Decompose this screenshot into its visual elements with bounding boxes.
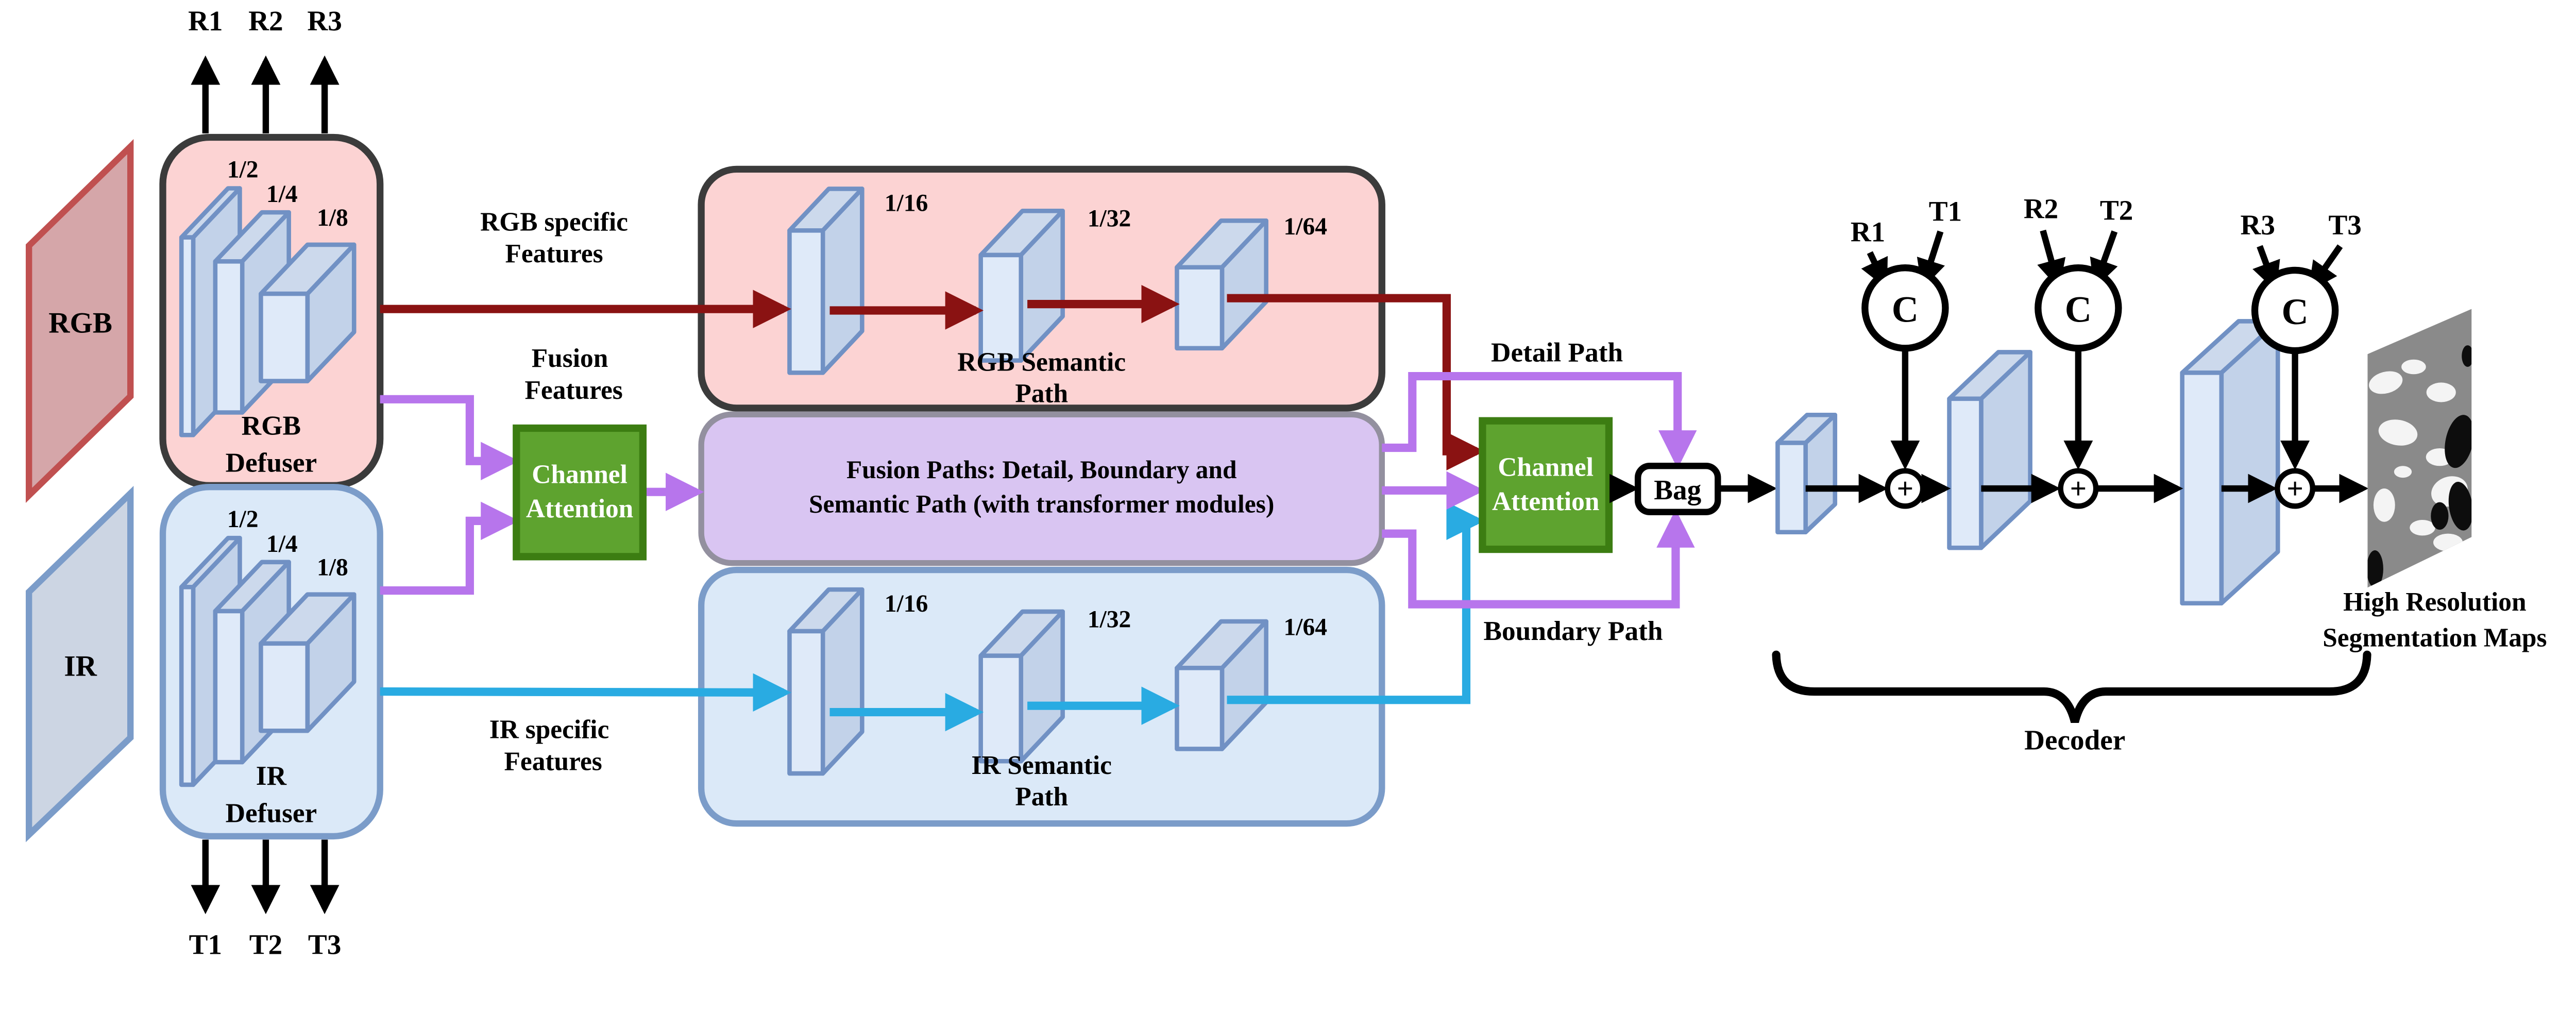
ir-semantic-output-line xyxy=(1227,501,1485,704)
decoder-t3-label: T3 xyxy=(2328,209,2361,241)
fusion-features-label-line2: Features xyxy=(525,376,623,405)
channel-attention-2-line1: Channel xyxy=(1498,452,1594,482)
rgb-output-label-r1: R1 xyxy=(188,5,223,37)
rgb-semantic-slab-64 xyxy=(1175,218,1268,351)
ir-semantic-scale-16: 1/16 xyxy=(885,591,928,617)
output-caption-line2: Segmentation Maps xyxy=(2323,623,2547,653)
output-caption-line1: High Resolution xyxy=(2343,587,2526,617)
rgb-specific-label-line2: Features xyxy=(505,239,603,268)
rgb-output-label-r2: R2 xyxy=(248,5,283,37)
concat-1-label: C xyxy=(1892,289,1919,330)
decoder-r2-label: R2 xyxy=(2024,193,2058,225)
add-3-label: + xyxy=(2286,473,2303,505)
rgb-to-attention-line xyxy=(380,395,519,480)
rgb-input-image xyxy=(25,139,134,503)
rgb-defuser-slab-eighth xyxy=(259,242,357,383)
detail-path-line xyxy=(1382,372,1697,469)
fusion-paths-box xyxy=(698,411,1385,566)
rgb-defuser-scale-half: 1/2 xyxy=(227,157,259,183)
channel-attention-1-line2: Attention xyxy=(526,494,633,524)
decoder-slab-1 xyxy=(1775,412,1838,535)
ir-semantic-title-line2: Path xyxy=(1015,782,1068,812)
ir-defuser-title-line1: IR xyxy=(256,761,287,791)
channel-attention-2-line2: Attention xyxy=(1492,487,1599,516)
ir-input-image xyxy=(25,485,134,842)
rgb-defuser-title-line1: RGB xyxy=(242,410,301,441)
concat-circle-2 xyxy=(2035,264,2122,352)
channel-attention-2-box xyxy=(1479,417,1613,553)
add-circle-2 xyxy=(2058,468,2099,509)
channel-attention-1-box xyxy=(513,424,647,561)
ir-semantic-scale-32: 1/32 xyxy=(1088,606,1131,633)
ir-output-label-t3: T3 xyxy=(308,929,341,960)
decoder-t2-label: T2 xyxy=(2100,194,2133,226)
add-circle-1 xyxy=(1885,468,1926,509)
decoder-stage-3: R3 T3 C + xyxy=(2241,209,2362,509)
ir-output-label-t1: T1 xyxy=(189,929,222,960)
ir-semantic-title-line1: IR Semantic xyxy=(971,751,1112,780)
ir-defuser-scale-half: 1/2 xyxy=(227,506,259,533)
rgb-output-arrows xyxy=(191,55,340,133)
rgb-semantic-scale-32: 1/32 xyxy=(1088,206,1131,232)
decoder-slab-2 xyxy=(1947,350,2032,550)
ir-defuser-scale-eighth: 1/8 xyxy=(317,554,348,581)
decoder-brace xyxy=(1772,650,2371,723)
decoder-stage-2: R2 T2 C + xyxy=(2024,193,2133,509)
decoder-stage-1: R1 T1 C + xyxy=(1851,195,1962,509)
ir-specific-feature-line xyxy=(380,673,791,712)
rgb-defuser-title-line2: Defuser xyxy=(226,448,317,478)
ir-semantic-slab-32 xyxy=(978,609,1065,764)
rgb-semantic-slab-16 xyxy=(787,187,865,375)
add-circle-3 xyxy=(2275,468,2316,509)
fusion-box-line1: Fusion Paths: Detail, Boundary and xyxy=(846,456,1237,484)
channel-attention-1-line1: Channel xyxy=(532,460,628,490)
ir-specific-label-line1: IR specific xyxy=(489,715,609,745)
architecture-diagram: RGB IR 1/2 1/4 1/8 RGB Defuser 1/2 1 xyxy=(25,5,2547,960)
detail-path-label: Detail Path xyxy=(1491,338,1623,368)
fusion-box-line2: Semantic Path (with transformer modules) xyxy=(809,490,1274,518)
decoder-t1-label: T1 xyxy=(1929,195,1962,227)
bag-label: Bag xyxy=(1654,474,1701,505)
ir-defuser-title-line2: Defuser xyxy=(226,798,317,828)
rgb-semantic-title-line2: Path xyxy=(1015,379,1068,409)
ir-semantic-scale-64: 1/64 xyxy=(1283,614,1327,641)
decoder-r3-label: R3 xyxy=(2241,209,2275,241)
boundary-path-line xyxy=(1382,509,1695,609)
ir-defuser-scale-quarter: 1/4 xyxy=(266,531,298,558)
rgb-semantic-scale-64: 1/64 xyxy=(1283,213,1327,240)
decoder-label: Decoder xyxy=(2024,724,2125,755)
rgb-semantic-title-line1: RGB Semantic xyxy=(957,348,1126,377)
decoder-r1-label: R1 xyxy=(1851,216,1885,247)
ir-defuser-slab-eighth xyxy=(259,592,357,733)
concat-3-label: C xyxy=(2281,291,2308,332)
ir-output-label-t2: T2 xyxy=(249,929,282,960)
rgb-defuser-scale-quarter: 1/4 xyxy=(266,181,298,208)
add-1-label: + xyxy=(1897,473,1914,505)
concat-circle-3 xyxy=(2251,266,2339,355)
concat-circle-1 xyxy=(1861,264,1949,352)
rgb-semantic-scale-16: 1/16 xyxy=(885,190,928,216)
ir-specific-label-line2: Features xyxy=(504,747,602,776)
rgb-input-label: RGB xyxy=(48,307,112,339)
add-2-label: + xyxy=(2070,473,2087,505)
boundary-path-label: Boundary Path xyxy=(1483,616,1663,646)
fusion-features-label-line1: Fusion xyxy=(532,344,608,373)
rgb-specific-label-line1: RGB specific xyxy=(480,207,628,237)
ir-output-arrows xyxy=(191,839,340,915)
concat-2-label: C xyxy=(2065,289,2092,330)
rgb-semantic-slab-32 xyxy=(978,209,1065,363)
ir-semantic-slab-16 xyxy=(787,587,865,776)
rgb-defuser-scale-eighth: 1/8 xyxy=(317,205,348,231)
segmentation-map xyxy=(2367,309,2472,588)
ir-input-label: IR xyxy=(64,650,97,683)
rgb-output-label-r3: R3 xyxy=(307,5,342,37)
ir-to-attention-line xyxy=(380,501,519,595)
decoder-slab-3 xyxy=(2180,319,2280,606)
architecture-figure: RGB IR 1/2 1/4 1/8 RGB Defuser 1/2 1 xyxy=(25,5,2547,960)
